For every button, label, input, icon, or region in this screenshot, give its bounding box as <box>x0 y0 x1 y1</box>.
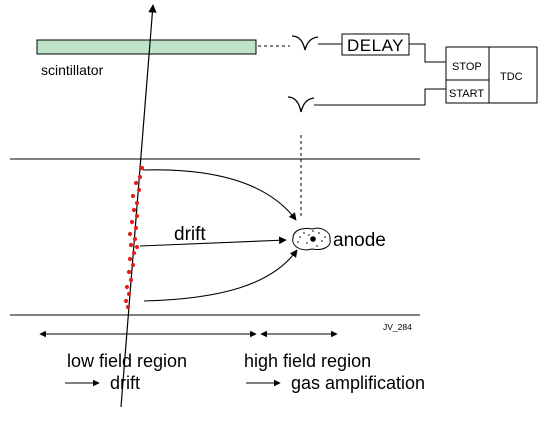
delay-to-stop-line <box>409 43 446 63</box>
particle-track <box>120 4 157 408</box>
drift-path-top <box>142 169 297 221</box>
anode-label: anode <box>333 230 386 251</box>
scintillator-pulse-icon <box>291 35 319 51</box>
anode-avalanche <box>292 227 331 251</box>
low-field-label: low field region <box>67 351 187 371</box>
ionization-electrons <box>123 165 145 310</box>
start-label: START <box>449 88 484 100</box>
drift-label: drift <box>174 224 206 245</box>
pulse-to-start-line <box>314 88 446 106</box>
scintillator-label: scintillator <box>41 62 104 78</box>
low-field-sub-label: drift <box>110 373 140 393</box>
stop-label: STOP <box>452 61 482 73</box>
high-field-label: high field region <box>244 351 371 371</box>
delay-label: DELAY <box>347 36 404 55</box>
figure-id: JV_284 <box>383 322 412 332</box>
drift-path-bottom <box>143 249 298 302</box>
high-field-sub-label: gas amplification <box>291 373 425 393</box>
anode-pulse-icon <box>287 96 315 113</box>
tdc-box <box>445 46 538 104</box>
tdc-label: TDC <box>500 71 523 83</box>
drift-path-middle <box>139 236 287 247</box>
scintillator-bar <box>36 39 257 55</box>
